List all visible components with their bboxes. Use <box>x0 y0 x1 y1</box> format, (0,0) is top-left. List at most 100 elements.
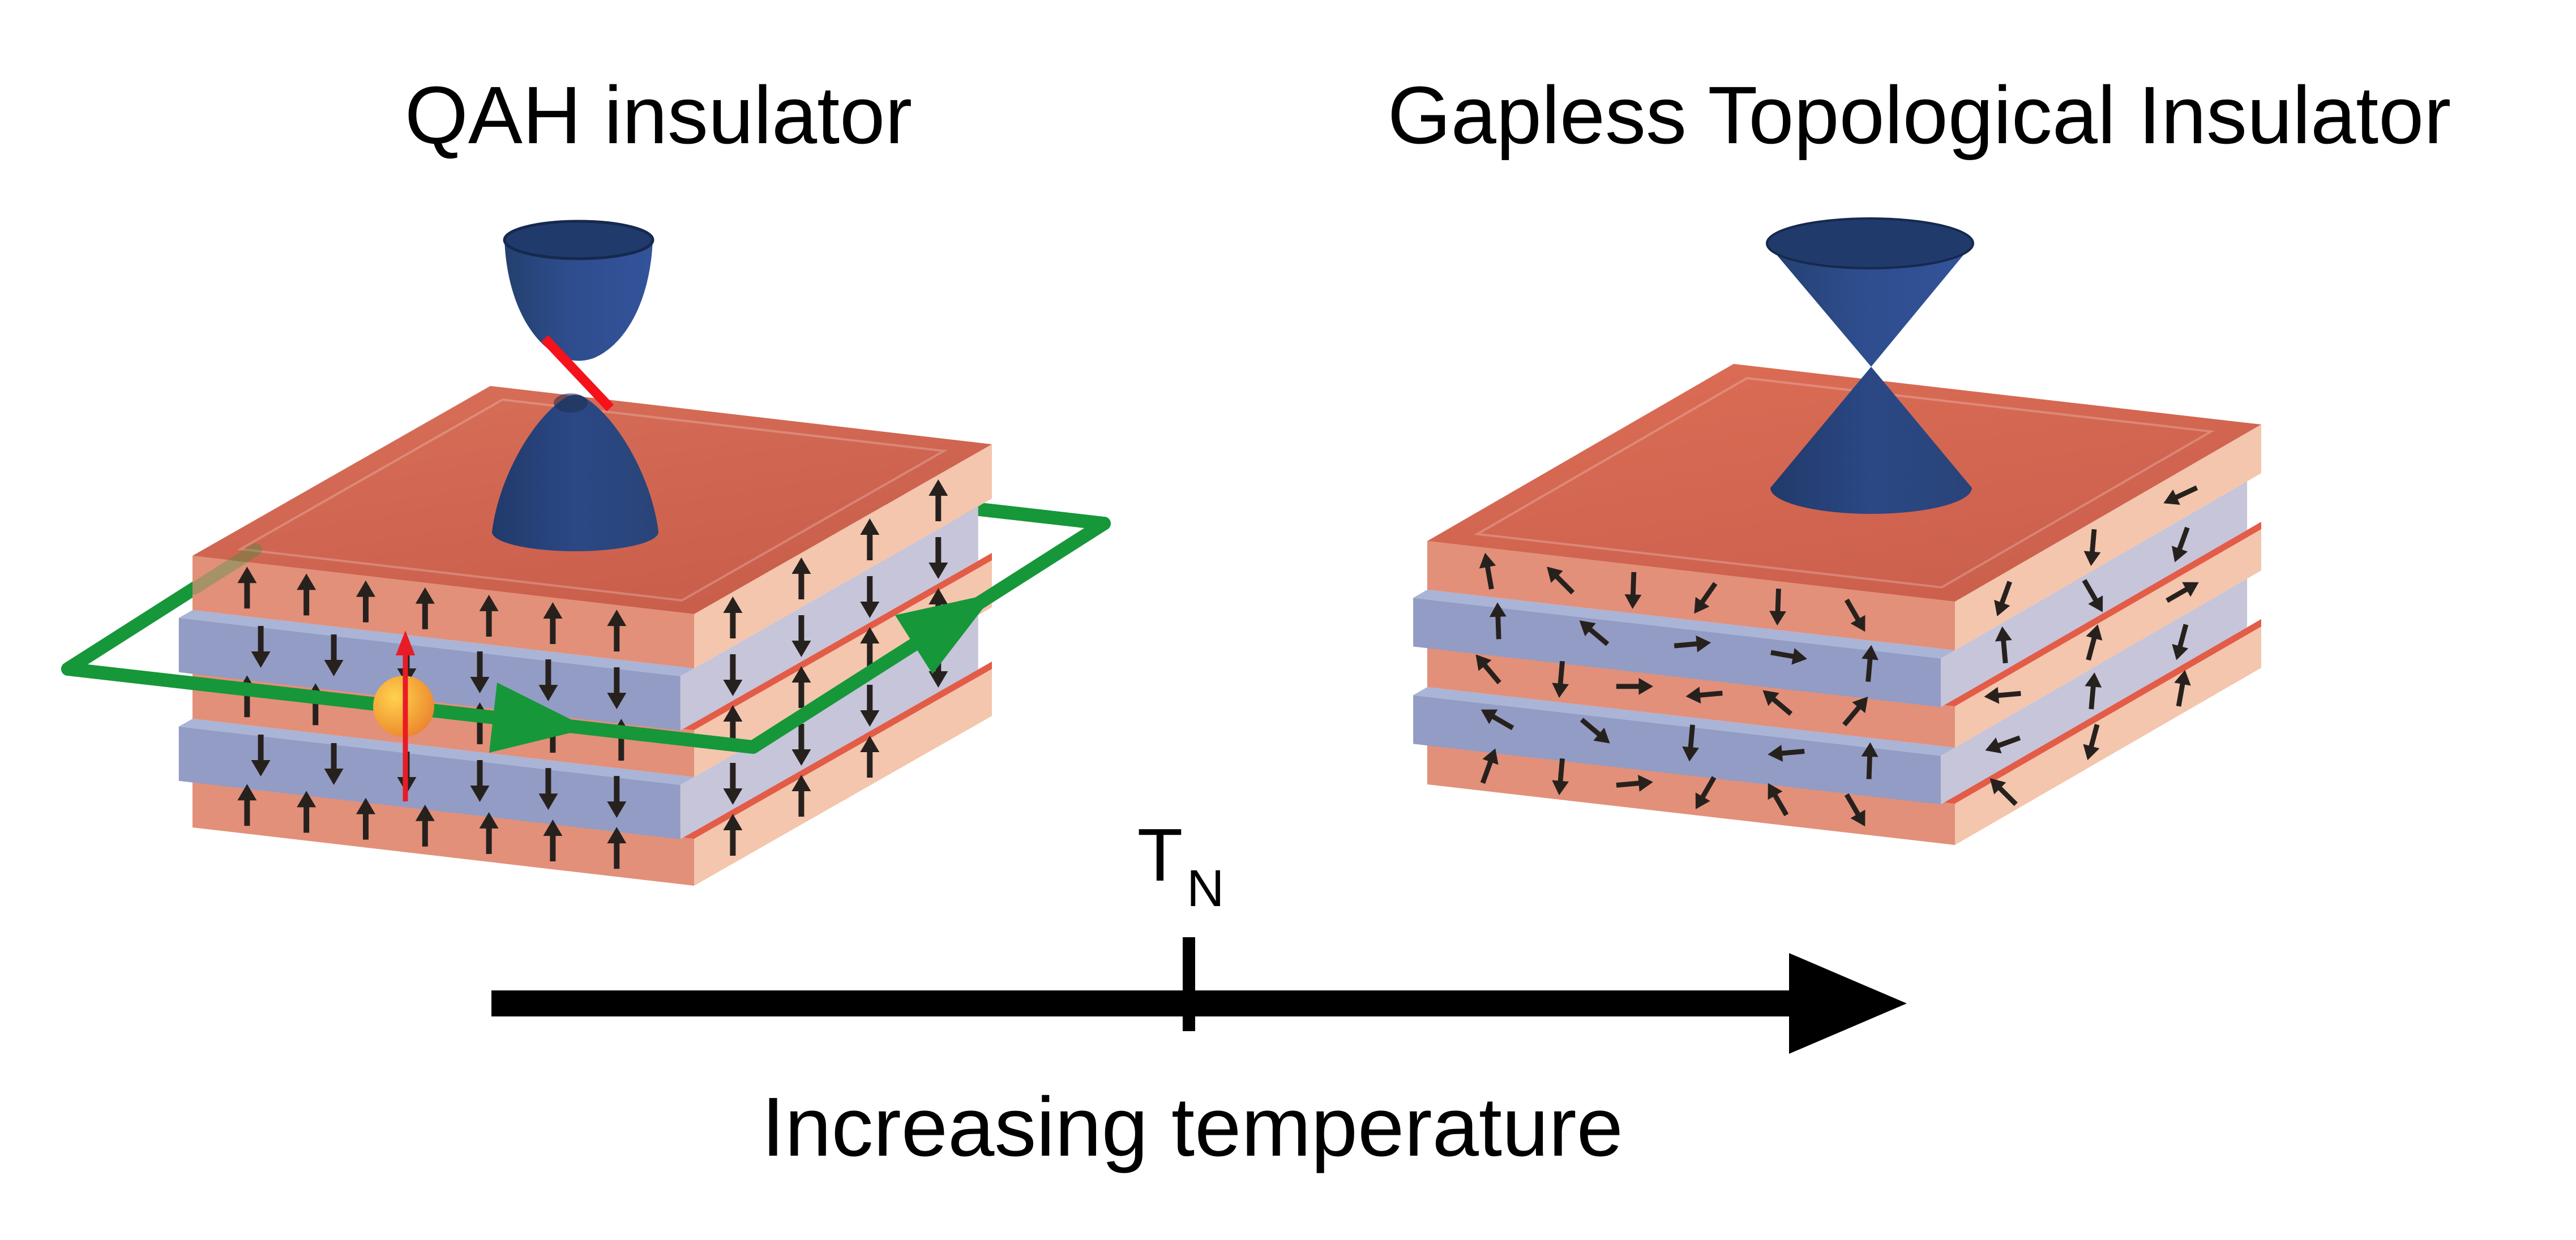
spin-arrow <box>1842 696 1868 727</box>
spin-arrow <box>1844 793 1865 827</box>
upper-cone <box>1767 243 1973 367</box>
magnetic-layer-side <box>1955 424 2261 650</box>
spin-arrow <box>1989 778 2018 806</box>
spin-arrow <box>791 557 811 599</box>
gap-marker <box>541 335 614 411</box>
electron-spin-arrow <box>396 630 415 801</box>
magnetic-layer-front <box>192 556 694 668</box>
dome-apex-shadow <box>554 393 588 413</box>
upper-band-cup <box>504 240 653 361</box>
spin-arrow <box>470 651 490 693</box>
spin-arrow <box>470 760 490 802</box>
spin-arrow <box>1616 775 1653 792</box>
spacer-top-sliver <box>1413 687 1955 756</box>
spin-arrow <box>324 743 344 785</box>
spin-arrow <box>2163 485 2198 505</box>
spin-arrow <box>2174 670 2191 707</box>
spin-arrow <box>2083 724 2100 761</box>
spin-arrow <box>2171 526 2190 563</box>
spin-arrow <box>1768 783 1789 817</box>
spin-arrow <box>928 479 948 521</box>
spin-arrow <box>723 814 743 856</box>
spin-arrow <box>1480 748 1499 784</box>
spin-arrow <box>860 576 880 618</box>
magnetic-top-sliver-side <box>1955 522 2261 706</box>
spin-arrow <box>251 735 271 776</box>
spin-arrow <box>479 812 499 854</box>
spin-arrow <box>1695 776 1717 809</box>
spin-arrow <box>791 666 811 708</box>
spin-arrow <box>415 587 435 629</box>
gapped-dirac-cone <box>492 220 658 551</box>
spin-arrow <box>607 610 627 652</box>
spin-arrow <box>1862 645 1878 682</box>
spin-arrow <box>791 724 811 766</box>
magnetic-layer-side <box>694 444 992 668</box>
spin-arrow <box>1674 635 1711 653</box>
scene <box>61 217 2261 1054</box>
paramagnetic-slab-spins <box>1475 485 2199 827</box>
spin-arrow <box>1768 745 1805 762</box>
gapless-dirac-cone <box>1766 217 1974 514</box>
magnetic-layer-side <box>694 553 992 777</box>
spacer-layer-side <box>680 506 978 731</box>
spin-arrow <box>607 776 627 818</box>
spin-arrow <box>1995 626 2012 664</box>
edge-current-showthrough <box>188 543 262 595</box>
spin-arrow <box>1624 572 1642 609</box>
spin-arrow <box>237 784 257 826</box>
spin-arrow <box>723 597 743 638</box>
spin-arrow <box>1547 567 1575 595</box>
neel-temperature-subscript: N <box>1187 860 1224 917</box>
spin-arrow <box>2083 529 2101 567</box>
spin-arrow <box>1579 620 1610 646</box>
axis-line <box>491 990 1790 1016</box>
spin-arrow <box>1489 602 1507 640</box>
spin-arrow <box>2086 624 2103 661</box>
spin-arrow <box>356 797 375 840</box>
magnetic-top-sliver-side <box>694 662 992 839</box>
spin-arrow <box>723 763 743 805</box>
qah-slab <box>178 386 992 886</box>
spin-arrow <box>1694 582 1718 614</box>
spin-arrow <box>1552 758 1569 796</box>
spacer-top-sliver <box>1413 590 1955 659</box>
spin-arrow <box>1616 677 1654 695</box>
spin-arrow <box>1552 660 1569 698</box>
spin-arrow <box>415 804 435 847</box>
lower-cone <box>1770 367 1972 514</box>
spin-arrow <box>860 627 880 669</box>
slab-top-seam <box>1474 377 2215 589</box>
spin-arrow <box>297 791 316 833</box>
spin-arrow <box>607 827 627 869</box>
magnetic-layer-side <box>1955 522 2261 748</box>
neel-temperature-label: T <box>1137 813 1183 896</box>
spacer-layer-front <box>1413 695 1941 805</box>
spin-arrow <box>1685 686 1723 704</box>
spin-arrow <box>2085 672 2102 710</box>
spin-arrow <box>1580 718 1610 744</box>
spin-arrow <box>2172 624 2189 660</box>
left-panel-title: QAH insulator <box>405 70 912 161</box>
spin-arrow <box>860 518 880 560</box>
temperature-axis <box>491 937 1907 1054</box>
spin-arrow <box>928 537 948 579</box>
spin-arrow <box>1769 589 1787 626</box>
spin-arrow <box>1479 552 1496 590</box>
spin-arrow <box>543 602 563 644</box>
upper-band-rim <box>503 220 654 260</box>
spin-arrow <box>538 659 558 702</box>
spin-arrow <box>791 775 811 817</box>
spin-arrow <box>324 634 344 676</box>
spin-arrow <box>479 594 499 637</box>
spin-arrow <box>1480 709 1514 731</box>
upper-cone-rim <box>1766 217 1974 269</box>
spacer-layer-front <box>178 726 681 839</box>
spin-arrow <box>1994 581 2012 616</box>
slab-top-seam <box>237 398 948 602</box>
magnetic-top-sliver-side <box>694 553 992 730</box>
spin-arrow <box>860 736 880 778</box>
spin-arrow <box>1861 742 1878 779</box>
